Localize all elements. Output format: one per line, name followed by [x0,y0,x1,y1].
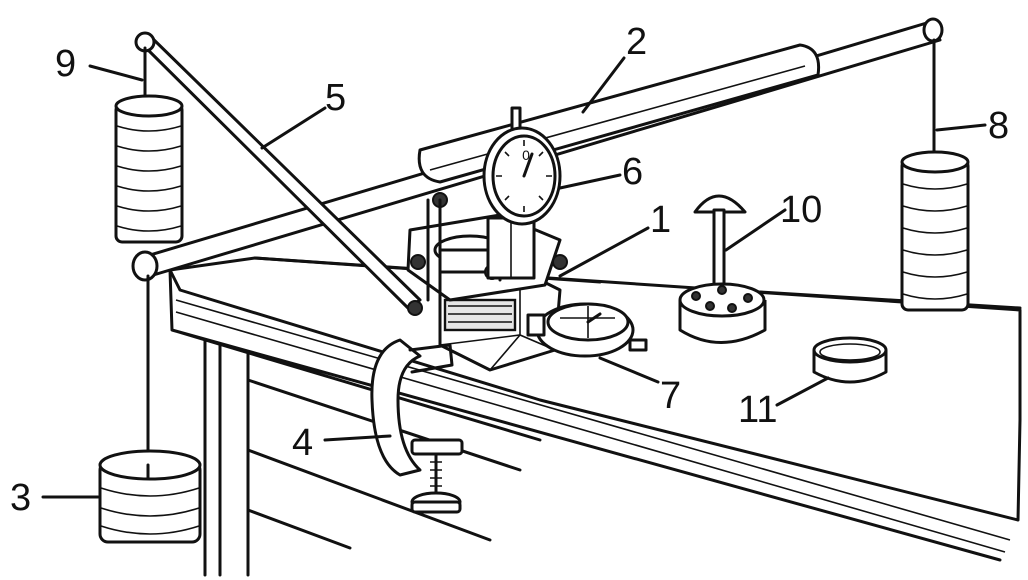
leader-11 [775,376,830,407]
leader-6 [558,173,622,190]
weight-stack-8 [900,150,970,312]
callout-3: 3 [10,477,31,519]
table-leg-left [203,338,250,577]
weight-stack-9 [114,94,184,244]
callout-5: 5 [325,77,346,119]
callout-labels: 1 2 3 4 5 6 7 8 9 10 11 [10,21,1009,519]
table [168,256,1022,577]
callout-9: 9 [55,43,76,85]
lever-beam-end-right [922,17,944,43]
leader-lines [41,56,987,499]
ring-11 [812,336,888,384]
callout-7: 7 [660,375,681,417]
stamp-10 [678,194,767,344]
leader-10 [724,208,787,252]
callout-8: 8 [988,105,1009,147]
dial-gauge-7 [526,302,648,358]
weight-stack-3 [98,449,202,544]
callout-1: 1 [650,199,671,241]
leader-1 [558,226,650,278]
callout-4: 4 [292,422,313,464]
dial-gauge-digit: 0 [522,147,530,163]
leader-2 [581,56,626,114]
callout-2: 2 [626,21,647,63]
callout-6: 6 [622,151,643,193]
table-top-front-edge [168,268,1002,562]
leader-4 [323,434,392,442]
callout-11: 11 [738,389,777,431]
callout-10: 10 [780,189,822,231]
leader-9 [88,64,144,82]
leader-7 [598,356,660,384]
leader-5 [260,106,327,150]
lever-beam-end-left [131,250,159,282]
dial-gauge-6: 0 [482,106,562,226]
leader-8 [935,123,987,132]
c-clamp-4 [370,338,464,514]
table-top-edge-shading [175,299,1011,553]
table-top [168,256,1022,522]
